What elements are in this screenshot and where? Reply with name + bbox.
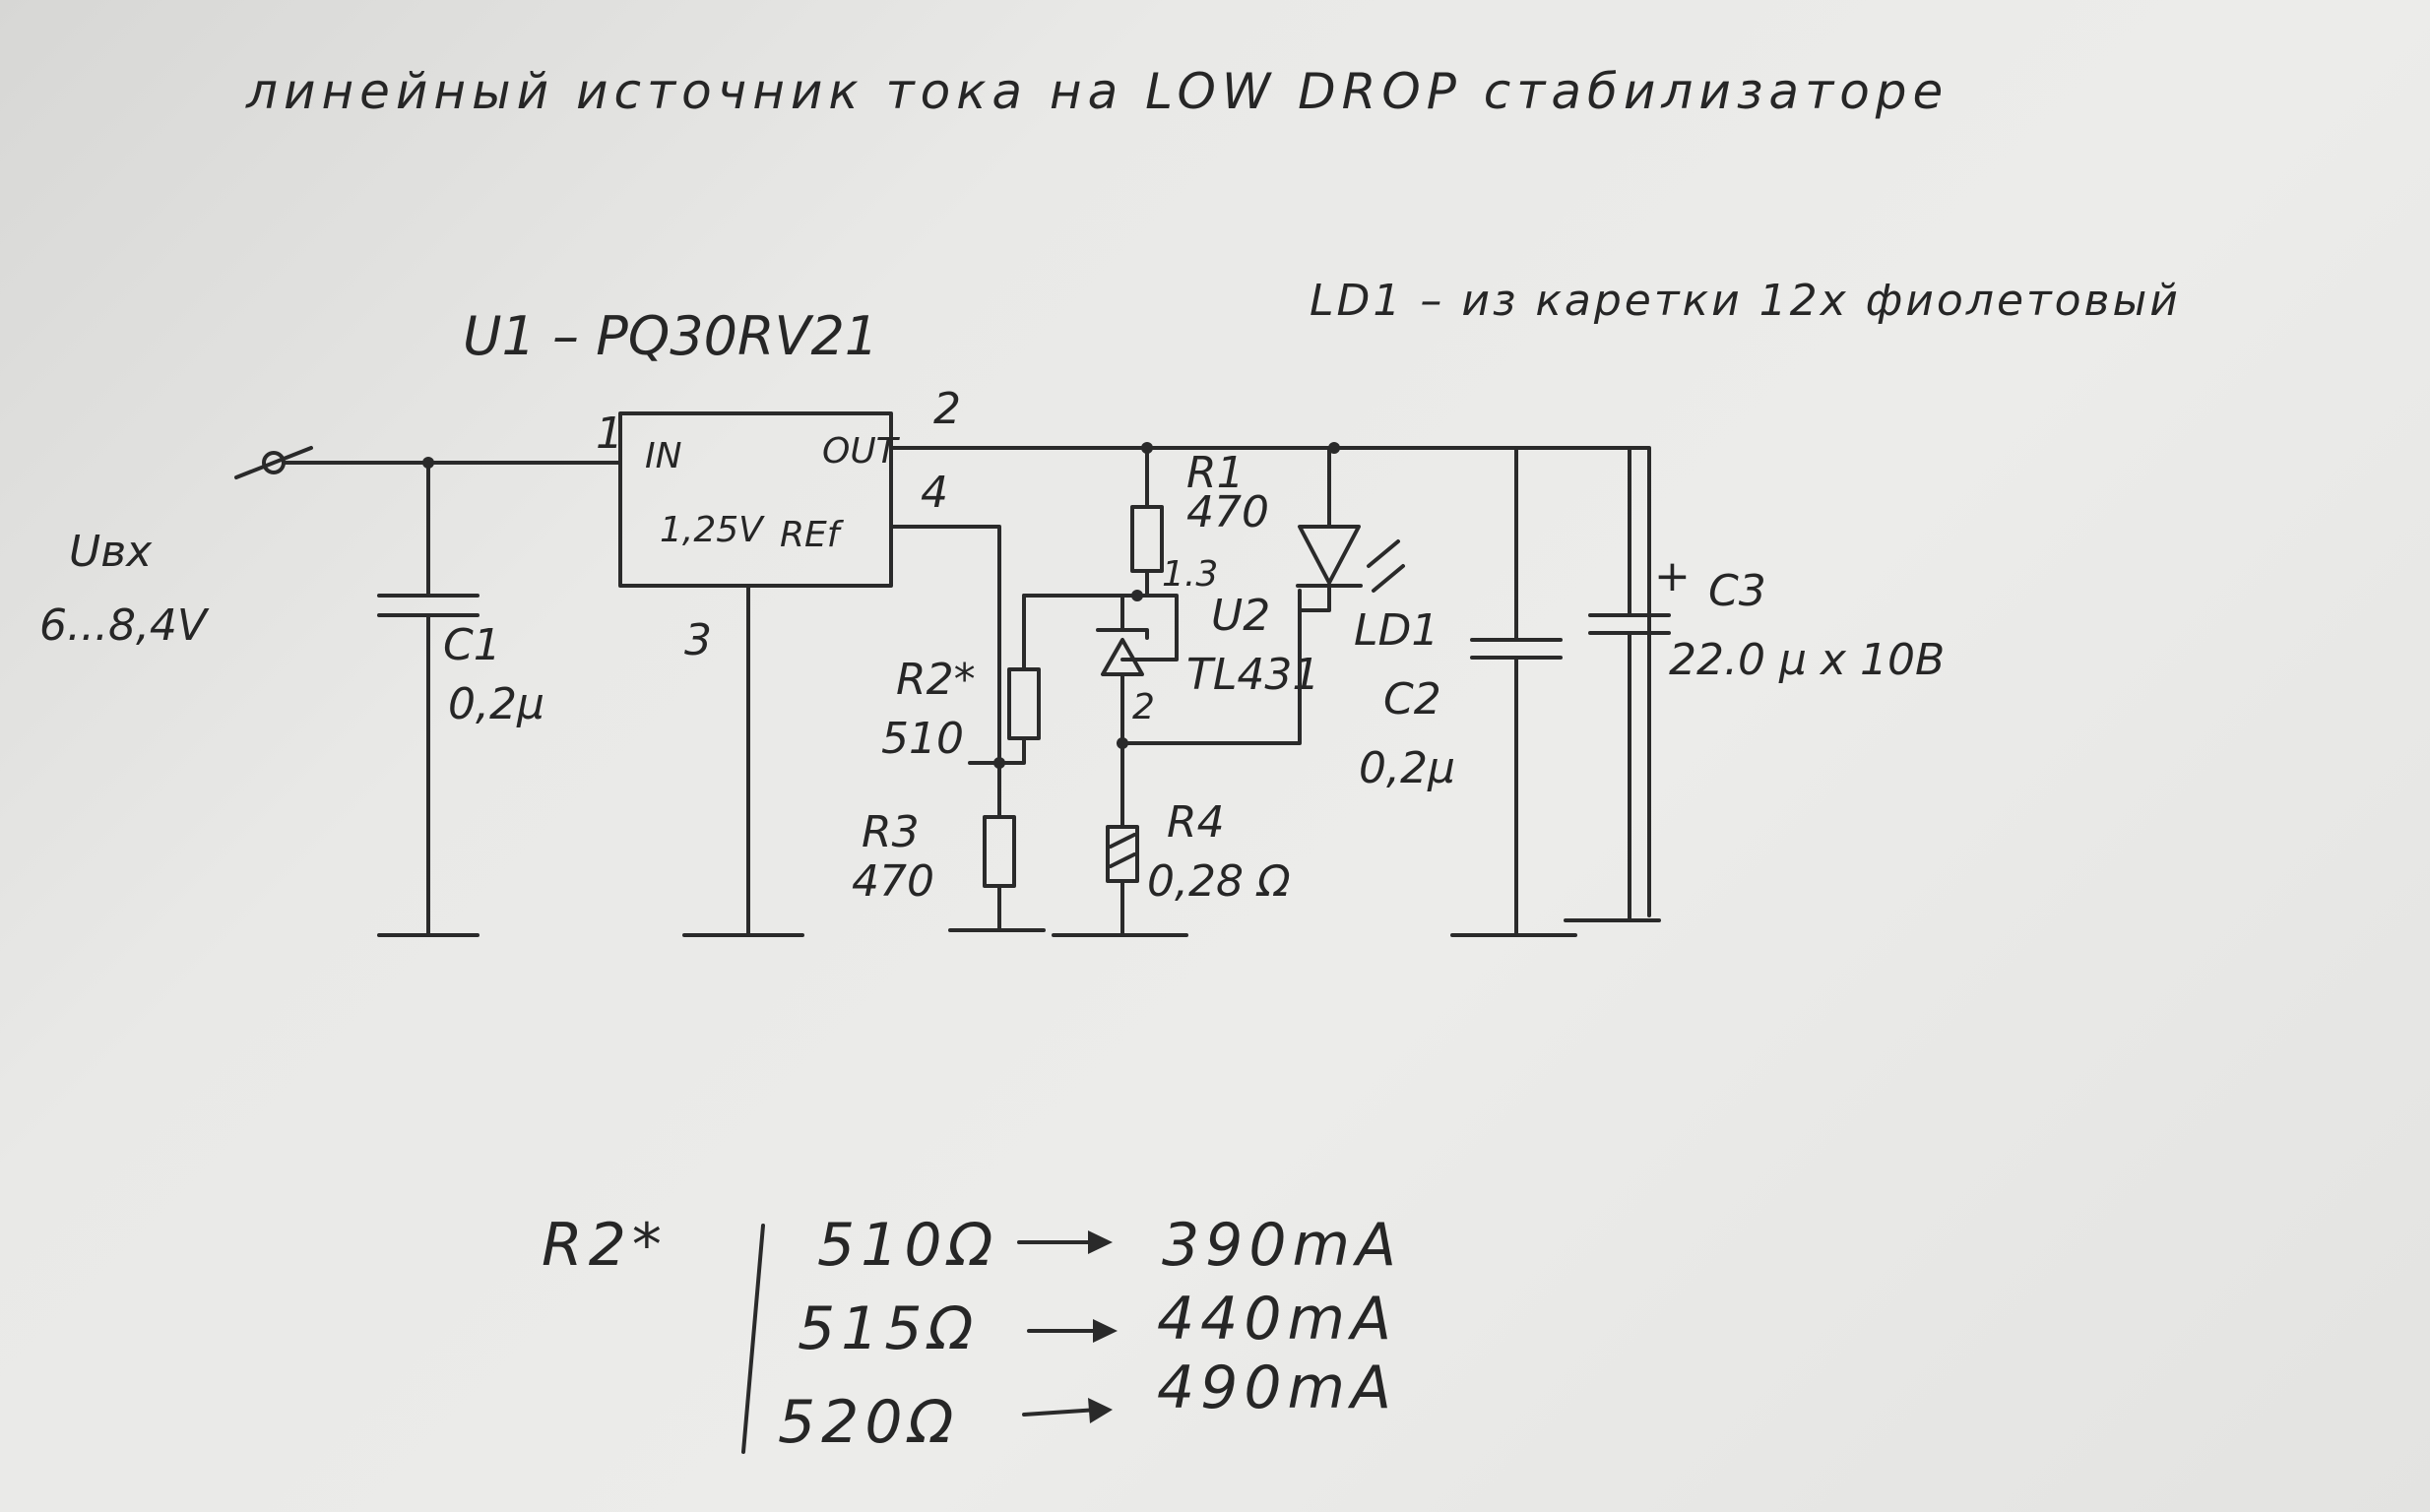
u1-pin-ref: REf [780,515,845,555]
r3-name: R3 [862,807,920,857]
regulator-u1 [618,411,893,588]
diagram-title: линейный источник тока на LOW DROP стаби… [245,63,1949,120]
u2-pin-bottom: 2 [1132,687,1155,727]
c1-value: 0,2µ [448,679,544,729]
input-label: Uвх [69,527,153,577]
u1-pin-in: IN [645,436,682,476]
table-row: 515Ω 440mA [798,1285,1397,1363]
table-row: 520Ω 490mA [778,1354,1397,1457]
c2-value: 0,2µ [1359,743,1455,793]
input-range: 6...8,4V [39,600,210,651]
row-1-resistance: 510Ω [817,1211,998,1280]
resistor-r4 [1052,741,1188,937]
u2-top-wire [1022,594,1179,662]
row-2-current: 440mA [1157,1285,1397,1354]
ld1-cathode-wire [1120,589,1302,745]
laser-diode-ld1 [1296,446,1405,612]
r4-name: R4 [1167,797,1225,848]
table-divider [741,1224,765,1454]
u1-pin-3: 3 [684,615,712,665]
r3-value: 470 [852,856,934,907]
u1-pin-2: 2 [933,384,961,434]
r2-value: 510 [881,714,964,764]
u1-name: U1 – PQ30RV21 [463,305,878,367]
c3-name: C3 [1708,566,1766,616]
row-2-resistance: 515Ω [798,1294,979,1363]
u1-ground [682,584,804,937]
capacitor-c1 [377,461,480,937]
u2-value: TL431 [1186,650,1319,700]
ld1-note: LD1 – из каретки 12х фиолетовый [1310,276,2181,326]
capacitor-c2 [1450,446,1577,937]
junction-u2 [1131,590,1143,601]
c2-name: C2 [1383,674,1441,724]
c3-value: 22.0 µ х 10В [1669,635,1945,685]
r2-table-label: R2* [542,1211,668,1280]
row-1-current: 390mA [1162,1211,1402,1280]
row-3-current: 490mA [1157,1354,1397,1422]
resistor-r3 [948,761,1046,932]
r2-name: R2* [896,655,976,705]
u1-pin-4: 4 [921,468,948,518]
resistor-r1 [1130,446,1164,598]
table-row: 510Ω 390mA [817,1211,1402,1280]
r1-value: 470 [1186,487,1269,537]
u2-pin-top: 1.3 [1162,554,1218,595]
u1-ref-voltage: 1,25V [660,510,765,550]
u2-name: U2 [1211,591,1270,641]
c1-name: C1 [443,620,501,670]
row-3-resistance: 520Ω [778,1388,959,1457]
u1-pin-1: 1 [596,409,623,459]
ref-wire [889,525,1001,765]
u1-pin-out: OUT [822,431,901,472]
r4-value: 0,28 Ω [1147,856,1291,907]
shunt-regulator-u2 [1096,594,1149,745]
capacitor-c3 [1564,446,1671,922]
resistor-r2 [968,594,1041,765]
ld1-name: LD1 [1354,605,1439,656]
c3-polarity: + [1654,551,1691,601]
r1-name: R1 [1186,448,1245,498]
